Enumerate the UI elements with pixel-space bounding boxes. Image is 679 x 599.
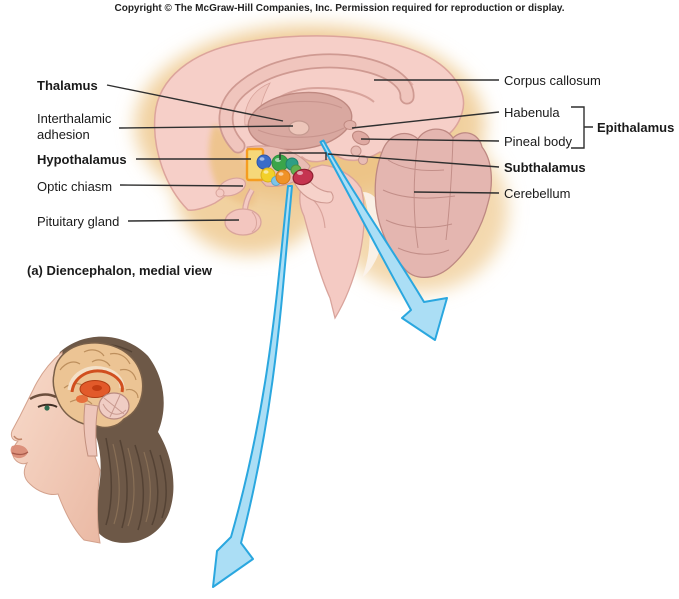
pineal-body-shape — [352, 130, 370, 146]
inset-brain — [52, 342, 144, 457]
label-interthalamic-adhesion: Interthalamic adhesion — [37, 111, 112, 142]
hair-strands-light — [112, 443, 151, 527]
inset-hypothalamus — [76, 395, 88, 403]
label-hypothalamus: Hypothalamus — [37, 152, 127, 167]
inset-brainstem — [83, 403, 99, 457]
inset-interthalamic — [92, 385, 102, 391]
leader-habenula — [351, 111, 500, 129]
figure-caption: (a) Diencephalon, medial view — [27, 263, 212, 278]
optic-chiasm-shape — [215, 177, 247, 198]
leader-subthalamus — [327, 153, 500, 168]
eye-iris — [44, 405, 50, 411]
copyright-text: Copyright © The McGraw-Hill Companies, I… — [114, 3, 565, 14]
label-thalamus: Thalamus — [37, 78, 98, 93]
label-epithalamus: Epithalamus — [597, 120, 675, 135]
leader-cerebellum — [413, 191, 500, 194]
inset-cerebellum-texture — [102, 394, 127, 418]
interthalamic-adhesion-shape — [288, 120, 310, 136]
leader-interthalamic-adhesion — [118, 125, 294, 129]
label-subthalamus: Subthalamus — [504, 160, 586, 175]
leader-thalamus — [106, 84, 284, 122]
thalamus-shape — [247, 91, 353, 151]
hypothalamic-nuclei — [245, 145, 314, 187]
blue-arrow-right — [319, 139, 448, 341]
subthalamus-bracket — [279, 152, 327, 160]
corpus-callosum-shape — [218, 53, 415, 154]
label-optic-chiasm: Optic chiasm — [37, 179, 113, 194]
epithalamus-bracket — [571, 106, 593, 149]
leader-pituitary-gland — [127, 219, 240, 222]
mouth-line — [11, 451, 29, 455]
leader-lines — [106, 79, 593, 222]
face-features — [10, 393, 58, 459]
leader-optic-chiasm — [119, 184, 244, 187]
leader-pineal-body — [360, 138, 500, 142]
label-pineal-body: Pineal body — [504, 134, 572, 149]
face — [10, 350, 101, 544]
nostril — [13, 435, 23, 441]
cerebellum-shape — [374, 128, 493, 279]
nuclei-highlights — [259, 157, 303, 176]
label-cerebellum: Cerebellum — [504, 186, 571, 201]
superior-colliculus — [350, 145, 362, 157]
label-corpus-callosum: Corpus callosum — [504, 73, 601, 88]
eyebrow — [29, 393, 57, 401]
head-inset-illustration — [10, 336, 174, 544]
label-habenula: Habenula — [504, 105, 560, 120]
pituitary-shape — [224, 188, 262, 236]
inset-gyri — [59, 349, 139, 405]
inferior-colliculus — [358, 155, 368, 165]
inset-fornix-ring — [70, 369, 124, 393]
eye-lash-line — [37, 403, 58, 408]
label-pituitary-gland: Pituitary gland — [37, 214, 120, 229]
epithalamus-shapes — [343, 120, 370, 165]
cerebellum-folia — [382, 137, 456, 255]
blue-arrow-left — [212, 185, 293, 588]
lips — [10, 444, 28, 459]
